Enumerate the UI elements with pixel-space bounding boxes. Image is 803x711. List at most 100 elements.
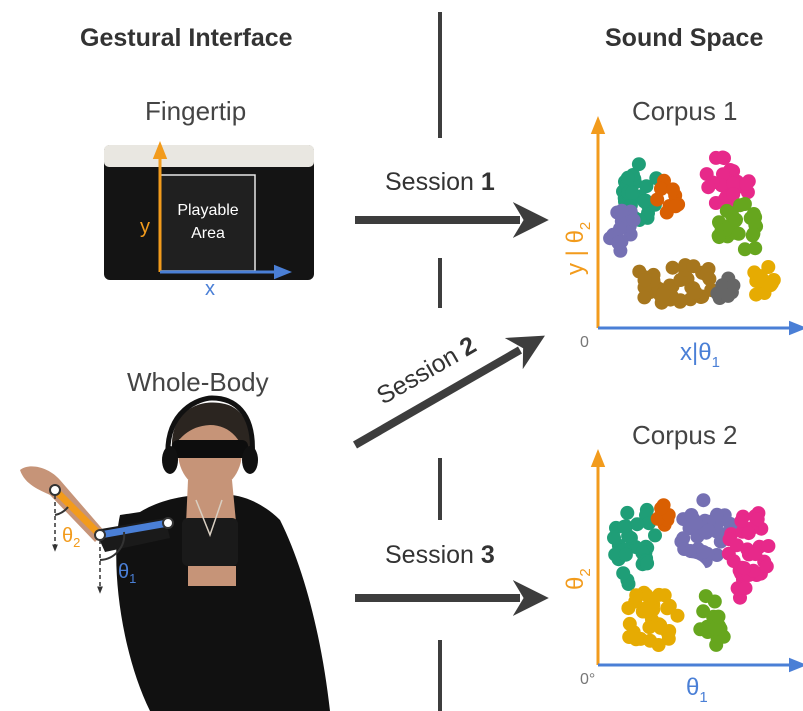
cluster-point <box>626 213 641 228</box>
cluster-point <box>750 512 765 527</box>
corpus-2-plot: 0° θ1 θ2 <box>562 449 803 706</box>
cluster-point <box>630 517 645 532</box>
fingertip-tablet: Playable Area y x <box>104 141 314 300</box>
cluster-point <box>717 151 731 166</box>
cluster-point <box>616 566 631 581</box>
cluster-point <box>639 179 654 194</box>
cluster-point <box>734 513 749 528</box>
cluster-point <box>608 547 623 562</box>
cluster-point <box>661 631 676 646</box>
cluster-point <box>701 180 716 195</box>
header-gestural-interface: Gestural Interface <box>80 24 293 52</box>
cluster-point <box>637 273 652 288</box>
fingertip-title: Fingertip <box>145 96 247 126</box>
cluster-point <box>620 505 635 520</box>
cluster-point <box>665 182 680 197</box>
cluster-point <box>721 288 736 303</box>
blue-arm-segment-icon <box>99 519 169 539</box>
cluster-point <box>611 235 626 250</box>
cluster-point <box>654 181 668 196</box>
cluster-point <box>746 207 761 221</box>
cluster-point <box>696 545 711 559</box>
cluster-point <box>618 547 633 562</box>
fingertip-y-label: y <box>140 216 150 238</box>
cluster-point <box>654 501 669 516</box>
cluster-point <box>726 278 741 293</box>
orange-arm-segment-icon <box>52 487 103 538</box>
cluster-point <box>670 608 685 623</box>
corpus-1-y-label: y | θ2 <box>562 222 594 275</box>
playable-area-label-line1: Playable <box>177 202 238 219</box>
cluster-point <box>629 588 644 603</box>
cluster-point <box>731 226 746 241</box>
cluster-point <box>726 187 741 202</box>
cluster-point <box>650 511 665 526</box>
header-sound-space: Sound Space <box>605 24 764 52</box>
cluster-point <box>763 278 778 293</box>
theta1-label: θ1 <box>118 561 136 586</box>
cluster-point <box>620 170 635 185</box>
cluster-point <box>631 157 646 172</box>
cluster-point <box>737 561 752 576</box>
corpus-1-origin: 0 <box>580 334 589 351</box>
cluster-point <box>641 601 656 616</box>
cluster-point <box>708 196 723 210</box>
cluster-point <box>733 198 748 213</box>
cluster-point <box>656 287 671 301</box>
theta2-label: θ2 <box>62 525 80 550</box>
cluster-point <box>746 226 761 241</box>
corpus-1-plot: 0 x|θ1 y | θ2 <box>562 116 803 371</box>
cluster-gap <box>673 558 707 592</box>
cluster-point <box>738 581 753 596</box>
cluster-point <box>689 515 704 530</box>
cluster-point <box>748 241 763 256</box>
cluster-point <box>726 176 741 191</box>
cluster-point <box>642 620 657 635</box>
cluster-point <box>741 526 756 541</box>
cluster-point <box>729 538 744 553</box>
arm-angle-annotations: θ2 θ1 <box>49 484 174 594</box>
cluster-point <box>653 620 668 635</box>
cluster-point <box>709 637 724 652</box>
corpus-2-x-label: θ1 <box>686 674 708 706</box>
cluster-point <box>688 285 703 300</box>
cluster-point <box>607 530 621 545</box>
cluster-point <box>652 587 666 602</box>
cluster-point <box>702 271 717 286</box>
session-1-label: Session 1 <box>385 168 495 196</box>
cluster-point <box>753 269 768 284</box>
cluster-point <box>625 185 640 200</box>
cluster-point <box>696 493 711 508</box>
session-2-arrow <box>353 335 545 449</box>
fingertip-x-label: x <box>205 278 215 300</box>
cluster-point <box>617 519 632 534</box>
corpus-1-x-label: x|θ1 <box>680 339 720 371</box>
cluster-point <box>662 598 677 613</box>
cluster-point <box>651 638 666 652</box>
cluster-point <box>673 273 688 287</box>
whole-body-title: Whole-Body <box>127 367 269 397</box>
cluster-point <box>614 203 629 218</box>
cluster-point <box>761 539 776 553</box>
cluster-point <box>650 192 665 207</box>
cluster-point <box>640 556 655 571</box>
cluster-point <box>668 199 683 214</box>
corpus-1-title: Corpus 1 <box>632 96 738 126</box>
session-3-label: Session 3 <box>385 541 495 569</box>
corpus-2-title: Corpus 2 <box>632 420 738 450</box>
corpus-2-points <box>607 493 776 652</box>
cluster-point <box>759 559 774 574</box>
cluster-point <box>613 221 627 236</box>
cluster-point <box>737 242 752 257</box>
cluster-point <box>637 194 652 209</box>
cluster-point <box>708 621 723 636</box>
cluster-point <box>729 212 743 227</box>
cluster-point <box>701 523 716 538</box>
cluster-point <box>711 609 726 624</box>
cluster-point <box>622 616 637 631</box>
cluster-point <box>621 601 636 616</box>
cluster-point <box>637 290 652 305</box>
cluster-point <box>648 528 662 543</box>
corpus-2-y-label: θ2 <box>562 568 594 590</box>
